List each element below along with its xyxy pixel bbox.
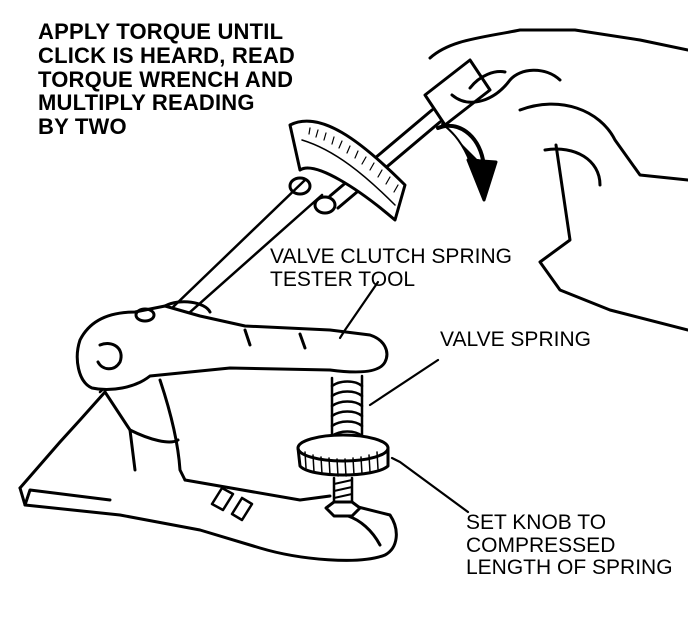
leader-lines — [338, 280, 470, 514]
rotation-arrow-icon — [436, 123, 498, 202]
tool-leader-line — [338, 280, 380, 340]
dial-scale-ticks — [308, 127, 399, 193]
knob-leader-line — [390, 456, 470, 514]
tool-label: VALVE CLUTCH SPRING TESTER TOOL — [270, 245, 512, 291]
instruction-label: APPLY TORQUE UNTIL CLICK IS HEARD, READ … — [38, 19, 296, 139]
spring-leader-line — [368, 358, 440, 407]
valve-spring — [330, 374, 364, 447]
set-knob — [296, 433, 390, 518]
tester-tool-body — [18, 300, 398, 562]
spring-label: VALVE SPRING — [440, 328, 591, 351]
hand-illustration — [428, 28, 688, 332]
knob-label: SET KNOB TO COMPRESSED LENGTH OF SPRING — [466, 511, 673, 580]
